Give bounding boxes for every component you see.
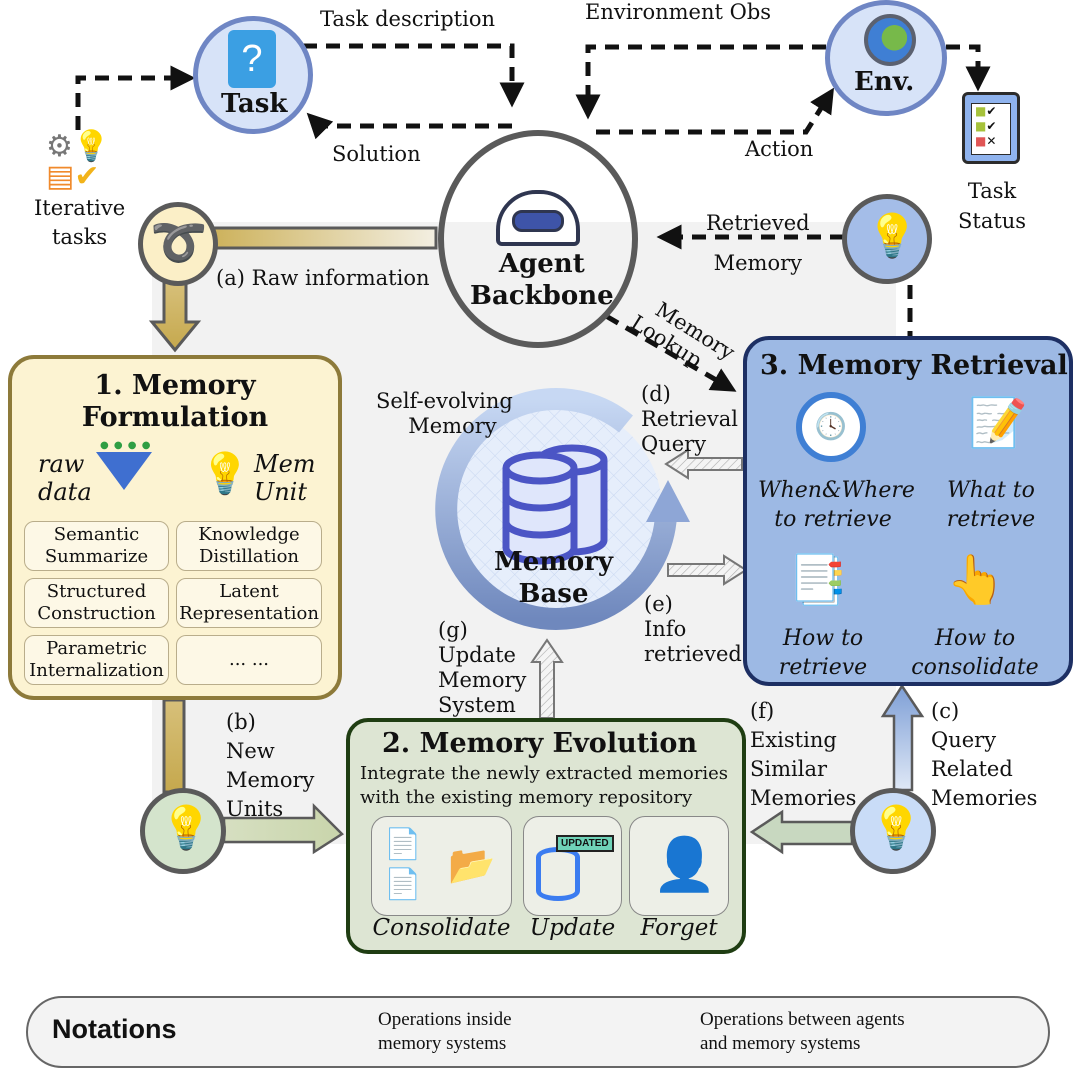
memory-lookup-arrow	[604, 313, 737, 392]
legend-title: Notations	[52, 1014, 177, 1044]
op-update: Update	[529, 915, 616, 941]
evolution-title: 2. Memory Evolution	[382, 728, 698, 759]
lightbulb-icon: 💡	[866, 211, 919, 260]
clipboard-question-icon: ?	[228, 30, 276, 88]
environment-obs-label: Environment Obs	[585, 0, 772, 24]
globe-icon	[864, 14, 916, 66]
info-retrieved-arrow	[667, 554, 748, 586]
loop-arrow-icon: ➰	[150, 215, 208, 269]
update-memory-system-arrow	[530, 638, 564, 719]
retrieval-title: 3. Memory Retrieval	[760, 350, 1068, 381]
notations-legend	[26, 996, 1050, 1068]
document-search-icon: 📑	[788, 552, 848, 608]
task-status-clipboard-icon: ■✔■✔■✕	[962, 92, 1020, 164]
task-description-label: Task description	[320, 7, 496, 31]
solution-arrow	[306, 112, 512, 140]
idea-notepad-icon: 📝	[968, 395, 1028, 451]
env-to-status-arrow	[946, 44, 991, 92]
robot-icon	[496, 190, 580, 246]
action-label: Action	[745, 137, 814, 161]
op-forget: Forget	[640, 915, 718, 941]
action-arrow	[596, 87, 835, 135]
task-label: Task	[221, 89, 288, 119]
raw-information-node	[138, 202, 218, 286]
retrieved-memory-bulb-node	[842, 194, 932, 284]
new-memory-bulb-node	[140, 788, 226, 874]
update-tile: UPDATED	[523, 816, 622, 916]
raw-information-bar	[212, 226, 438, 250]
self-evolving-ring-head	[646, 480, 690, 522]
funnel-dots-icon: ● ● ● ●	[100, 440, 152, 451]
method-more: ... ...	[176, 635, 322, 685]
task-description-arrow	[303, 43, 525, 108]
folder-check-icon: 📂	[448, 843, 496, 887]
documents-icon: 📄📄	[384, 827, 422, 902]
updated-badge: UPDATED	[556, 835, 614, 852]
query-related-arrow	[880, 683, 925, 792]
touch-button-icon: 👆	[946, 552, 1006, 608]
database-icon	[502, 444, 608, 565]
lightbulb-icon: 💡	[870, 803, 923, 852]
memory-retrieval-box	[743, 336, 1073, 686]
iterative-to-task-arrow	[75, 65, 196, 130]
existing-memory-bulb-node	[850, 788, 936, 874]
funnel-icon	[96, 452, 152, 490]
raw-information-label: (a) Raw information	[216, 266, 430, 290]
env-label: Env.	[854, 67, 915, 97]
self-evolving-ring	[435, 388, 677, 631]
loop-to-formulation-arrow	[148, 280, 202, 353]
environment-obs-arrow	[575, 44, 826, 120]
lightbulb-icon: 💡	[160, 803, 213, 852]
alarm-clock-icon: 🕓	[796, 392, 866, 462]
formulation-to-bulb-bar	[162, 698, 186, 794]
consolidate-tile: 📄📄 📂	[371, 816, 512, 916]
new-memory-units-arrow	[222, 802, 344, 855]
solution-label: Solution	[332, 142, 421, 166]
database-updated-icon	[536, 847, 580, 901]
confused-head-icon: 👤	[652, 835, 717, 895]
existing-similar-arrow	[749, 809, 854, 855]
retrieval-query-arrow	[664, 448, 743, 480]
forget-tile: 👤	[629, 816, 729, 916]
agent-backbone-node	[438, 130, 638, 348]
op-consolidate: Consolidate	[372, 915, 511, 941]
mem-unit-lightbulb-icon: 💡	[200, 451, 250, 497]
iterative-tasks-icon: ⚙💡▤✔	[46, 129, 111, 194]
